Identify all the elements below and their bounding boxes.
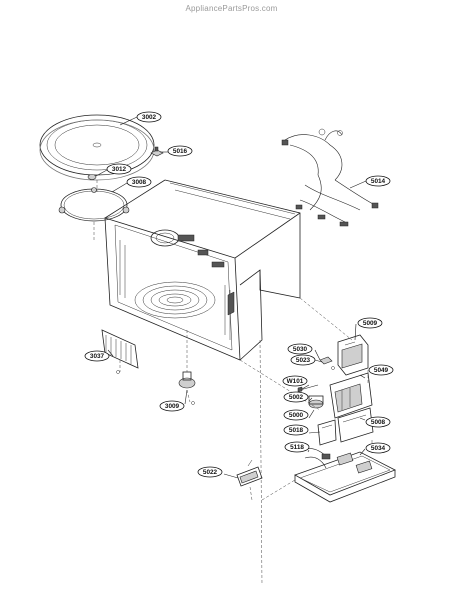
vent-grille[interactable] xyxy=(101,329,139,374)
capacitor[interactable] xyxy=(308,395,324,409)
callout-5049: 5049 xyxy=(368,364,394,376)
high-voltage-transformer[interactable] xyxy=(337,334,369,376)
callout-5008-text: 5008 xyxy=(371,419,386,426)
callout-5030: 5030 xyxy=(287,343,313,355)
turntable-tray[interactable] xyxy=(39,114,155,181)
turntable-motor[interactable] xyxy=(178,371,196,405)
leader-lines xyxy=(95,116,367,479)
callout-5014: 5014 xyxy=(365,175,391,187)
diode[interactable] xyxy=(297,384,319,393)
fuse-holder[interactable] xyxy=(319,356,335,370)
callout-W101-text: W101 xyxy=(287,378,304,385)
callout-5016: 5016 xyxy=(167,145,193,157)
assembly-guide-lines xyxy=(93,180,373,586)
callout-5014-text: 5014 xyxy=(371,178,386,185)
control-board-holder[interactable] xyxy=(337,407,374,443)
tray-coupler[interactable] xyxy=(87,174,97,180)
callout-5023: 5023 xyxy=(290,354,316,366)
callout-5000-text: 5000 xyxy=(289,412,304,419)
callout-5016-text: 5016 xyxy=(173,148,188,155)
callout-3008: 3008 xyxy=(126,176,152,188)
callout-5118: 5118 xyxy=(284,441,310,453)
callout-5018: 5018 xyxy=(283,424,309,436)
callout-3037-text: 3037 xyxy=(90,353,105,360)
callout-5034-text: 5034 xyxy=(371,445,386,452)
wire-harness[interactable] xyxy=(281,128,379,227)
callout-3012: 3012 xyxy=(106,163,132,175)
callout-3012-text: 3012 xyxy=(112,166,127,173)
roller-ring[interactable] xyxy=(58,187,130,222)
callout-5002: 5002 xyxy=(283,391,309,403)
sensor-part[interactable] xyxy=(150,146,164,157)
callout-3008-text: 3008 xyxy=(132,179,147,186)
callout-5030-text: 5030 xyxy=(293,346,308,353)
callout-5022-text: 5022 xyxy=(203,469,218,476)
callout-5000: 5000 xyxy=(283,409,309,421)
callout-3009: 3009 xyxy=(159,400,185,412)
callout-W101: W101 xyxy=(282,375,308,387)
latch-bracket[interactable] xyxy=(236,459,263,487)
power-cord-block[interactable] xyxy=(317,419,337,446)
callout-5022: 5022 xyxy=(197,466,223,478)
callout-3037: 3037 xyxy=(84,350,110,362)
callout-5009-text: 5009 xyxy=(363,320,378,327)
callout-5118-text: 5118 xyxy=(290,444,304,451)
callout-5009: 5009 xyxy=(357,317,383,329)
callout-3009-text: 3009 xyxy=(165,403,180,410)
callout-3002-text: 3002 xyxy=(142,114,157,121)
callout-5018-text: 5018 xyxy=(289,427,304,434)
callout-5023-text: 5023 xyxy=(296,357,311,364)
callout-5049-text: 5049 xyxy=(374,367,389,374)
magnetron-bracket[interactable] xyxy=(329,372,373,419)
callout-5002-text: 5002 xyxy=(289,394,304,401)
base-plate[interactable] xyxy=(294,451,396,503)
oven-cavity-chassis[interactable] xyxy=(104,179,301,361)
watermark-text: AppliancePartsPros.com xyxy=(185,4,278,13)
lower-wire-bundle[interactable] xyxy=(299,448,331,469)
callout-5008: 5008 xyxy=(365,416,391,428)
callout-3002: 3002 xyxy=(136,111,162,123)
callout-5034: 5034 xyxy=(365,442,391,454)
